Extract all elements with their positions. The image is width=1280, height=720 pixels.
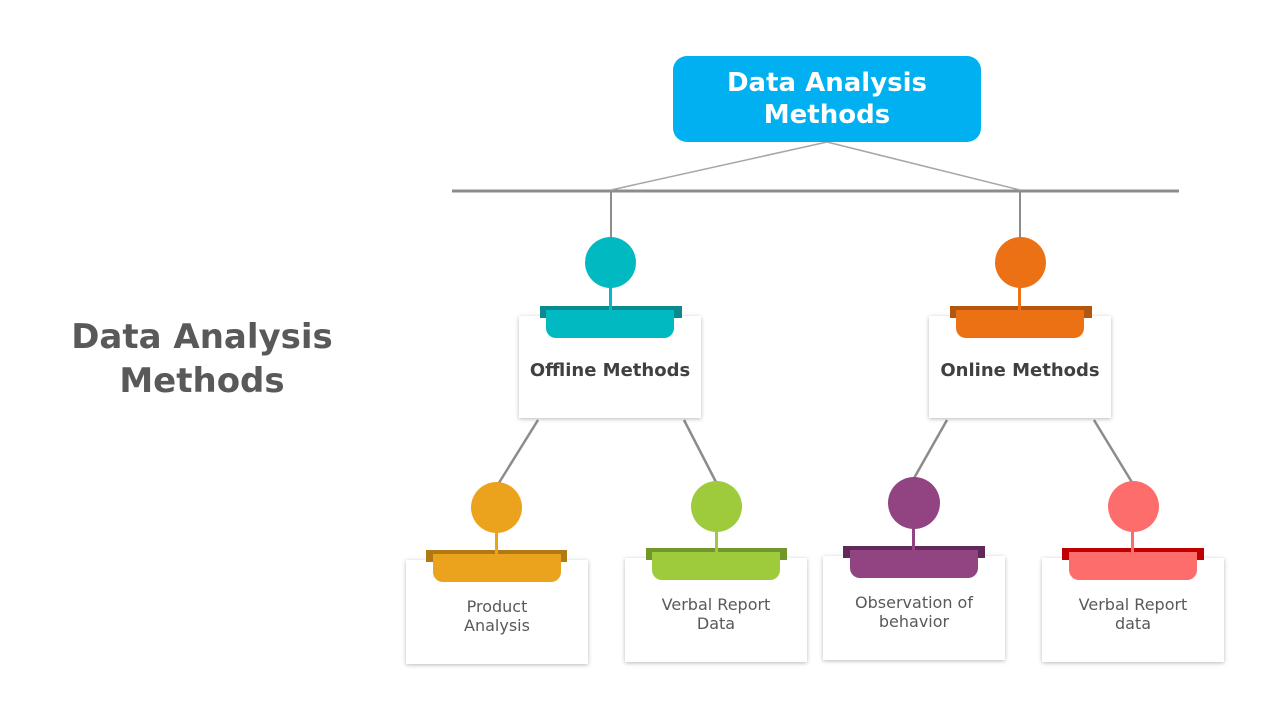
circle-product-analysis xyxy=(471,482,522,533)
stem-verbal-report-data xyxy=(715,528,718,552)
tab-offline xyxy=(546,310,674,338)
stem-offline xyxy=(609,286,612,310)
leaf-label-verbal-report-data: Verbal Report Data xyxy=(661,595,771,633)
leaf-label-observation: Observation of behavior xyxy=(855,593,973,631)
circle-online xyxy=(995,237,1046,288)
tab-verbal-report-data xyxy=(652,552,780,580)
leaf-label-verbal-report-data-online: Verbal Report data xyxy=(1078,595,1188,633)
tab-verbal-report-data-online xyxy=(1069,552,1197,580)
tab-online xyxy=(956,310,1084,338)
circle-observation xyxy=(888,477,940,529)
connector-online-observation xyxy=(911,419,949,481)
circle-verbal-report-data-online xyxy=(1108,481,1159,532)
connector-online-verbal xyxy=(1092,419,1135,485)
side-title: Data Analysis Methods xyxy=(71,317,333,401)
circle-offline xyxy=(585,237,636,288)
stem-verbal-report-data-online xyxy=(1131,528,1134,552)
stem-online xyxy=(1018,286,1021,310)
connector-offline-product xyxy=(495,419,540,487)
branch-label-online: Online Methods xyxy=(940,359,1100,381)
connector-offline-verbal xyxy=(682,419,719,485)
root-connector-left xyxy=(610,141,828,191)
root-connector-right xyxy=(826,141,1021,191)
tab-observation xyxy=(850,550,978,578)
leaf-label-product-analysis: Product Analysis xyxy=(464,597,530,635)
circle-verbal-report-data xyxy=(691,481,742,532)
tab-product-analysis xyxy=(433,554,561,582)
root-node: Data Analysis Methods xyxy=(673,56,981,142)
branch-label-offline: Offline Methods xyxy=(529,359,691,381)
stem-observation xyxy=(912,526,915,550)
stem-product-analysis xyxy=(495,530,498,554)
